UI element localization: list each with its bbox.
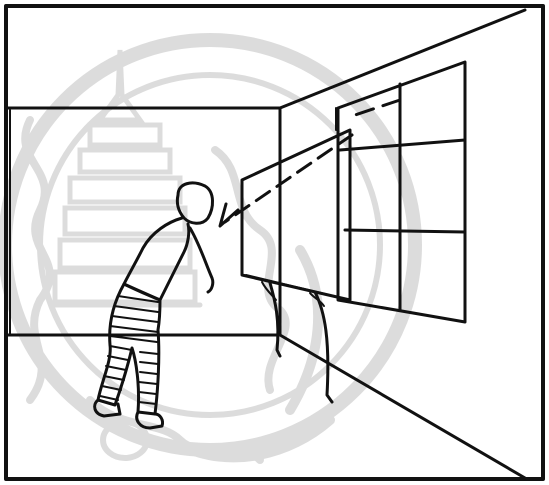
seal-arc-text-right [290, 250, 318, 410]
seal-ornament-right [215, 150, 286, 390]
right-wall-edges [280, 10, 525, 478]
pants-stripes [100, 296, 158, 404]
